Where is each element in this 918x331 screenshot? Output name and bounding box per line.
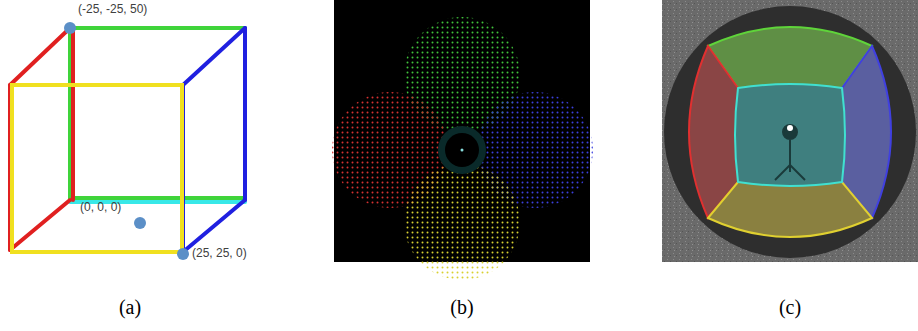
panel-caption: (c) bbox=[779, 296, 801, 319]
corner-point bbox=[64, 22, 76, 34]
coordinate-label: (-25, -25, 50) bbox=[78, 2, 147, 16]
center-ring bbox=[438, 126, 486, 174]
tripod-figure bbox=[775, 125, 805, 180]
panel-caption: (a) bbox=[119, 296, 141, 319]
corner-point bbox=[177, 248, 189, 260]
center-dot bbox=[461, 149, 464, 152]
bottom-region bbox=[708, 182, 872, 237]
panel-caption: (b) bbox=[450, 296, 473, 319]
cube-wireframe bbox=[10, 28, 245, 252]
light-spot bbox=[787, 125, 793, 131]
origin-point bbox=[134, 217, 146, 229]
center-hole bbox=[445, 133, 479, 167]
coordinate-label: (0, 0, 0) bbox=[80, 200, 121, 214]
bottom-dot-field bbox=[404, 164, 520, 280]
coordinate-label: (25, 25, 0) bbox=[192, 246, 247, 260]
center-region bbox=[735, 84, 845, 186]
fisheye-circle bbox=[664, 6, 916, 258]
image-ground bbox=[662, 0, 918, 262]
